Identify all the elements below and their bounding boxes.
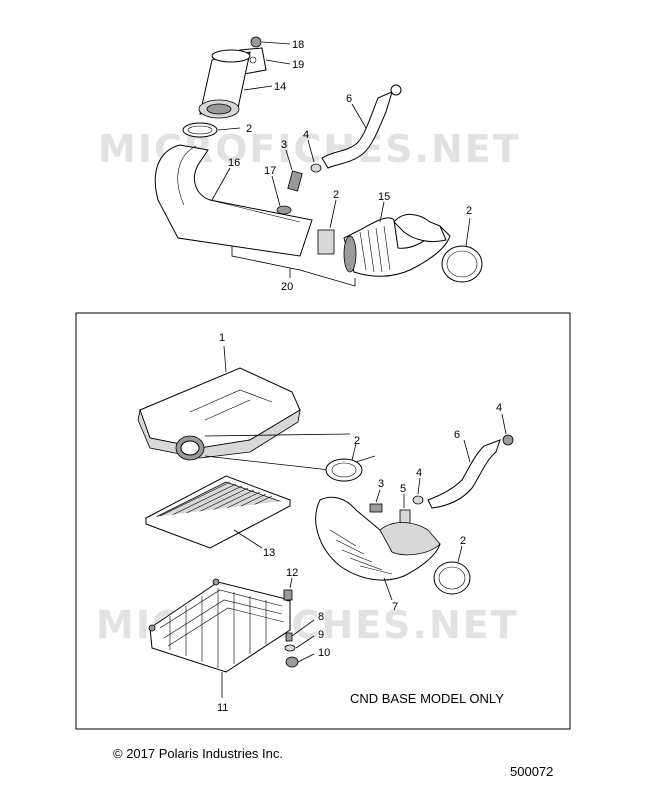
- callout-12: 12: [286, 567, 298, 579]
- callout-3-top: 3: [281, 139, 287, 151]
- callout-8: 8: [318, 611, 324, 623]
- callout-3-lower: 3: [378, 478, 384, 490]
- part-8-bolt: [285, 619, 315, 642]
- part-20-assembly-bracket: [231, 246, 356, 287]
- callout-1: 1: [219, 332, 225, 344]
- part-7-intake-tube: [315, 496, 441, 601]
- part-1-airbox-cover: [137, 345, 376, 471]
- diagram-number: 500072: [510, 764, 554, 779]
- part-6-hose-lower: [427, 413, 514, 509]
- callout-4-lower: 4: [416, 467, 422, 479]
- callout-20: 20: [281, 281, 293, 293]
- callout-19: 19: [292, 59, 304, 71]
- callout-6-top: 6: [346, 93, 352, 105]
- part-6-hose: [321, 84, 402, 169]
- callout-13: 13: [263, 547, 275, 559]
- cnd-model-box: [75, 312, 571, 730]
- callout-16: 16: [228, 157, 240, 169]
- callout-6-lower: 6: [454, 429, 460, 441]
- lower-assembly: 1 2 4 6 3 5 4 2 13 12 7 8 9 10 11 CND BA…: [137, 332, 514, 714]
- part-12-fastener: [283, 577, 293, 601]
- callout-10: 10: [318, 647, 330, 659]
- box-note: CND BASE MODEL ONLY: [350, 691, 504, 706]
- part-2-clamp-mid: [317, 199, 337, 255]
- part-13-filter: [144, 475, 292, 549]
- part-18-bolt: [250, 36, 291, 48]
- upper-assembly: 18 19 14 2 6 4 3 16 17 2 15 2 20: [154, 36, 483, 293]
- callout-2-mid: 2: [333, 189, 339, 201]
- callout-9: 9: [318, 629, 324, 641]
- part-16-duct: [154, 144, 313, 257]
- part-2-clamp-top: [182, 122, 241, 138]
- part-14-canister: [198, 49, 273, 119]
- part-2-clamp-right: [441, 217, 483, 283]
- part-3-sensor-lower: [369, 489, 383, 513]
- part-5-fitting: [399, 494, 411, 525]
- part-4-grommet-lower: [412, 477, 424, 505]
- callout-4-top: 4: [303, 129, 309, 141]
- callout-5: 5: [400, 483, 406, 495]
- part-17-clip: [271, 175, 292, 215]
- callout-15: 15: [378, 191, 390, 203]
- callout-17: 17: [264, 165, 276, 177]
- callout-4-lower-right: 4: [496, 402, 502, 414]
- part-10-grommet: [285, 653, 315, 668]
- callout-11: 11: [217, 702, 228, 714]
- part-3-sensor: [285, 149, 303, 192]
- part-9-washer: [284, 635, 315, 652]
- callout-18: 18: [292, 39, 304, 51]
- callout-2-lower-b: 2: [460, 535, 466, 547]
- callout-2-top: 2: [246, 123, 252, 135]
- part-2-clamp-lower-a: [325, 443, 363, 482]
- part-15-intake-tube: [343, 201, 451, 277]
- callout-2-lower-a: 2: [354, 435, 360, 447]
- callout-14: 14: [274, 81, 286, 93]
- callout-2-right: 2: [466, 205, 472, 217]
- part-2-clamp-lower-b: [433, 545, 471, 595]
- part-4-grommet: [307, 139, 322, 173]
- part-11-airbox-base: [148, 578, 292, 698]
- callout-7: 7: [392, 601, 398, 613]
- copyright-text: © 2017 Polaris Industries Inc.: [113, 746, 283, 761]
